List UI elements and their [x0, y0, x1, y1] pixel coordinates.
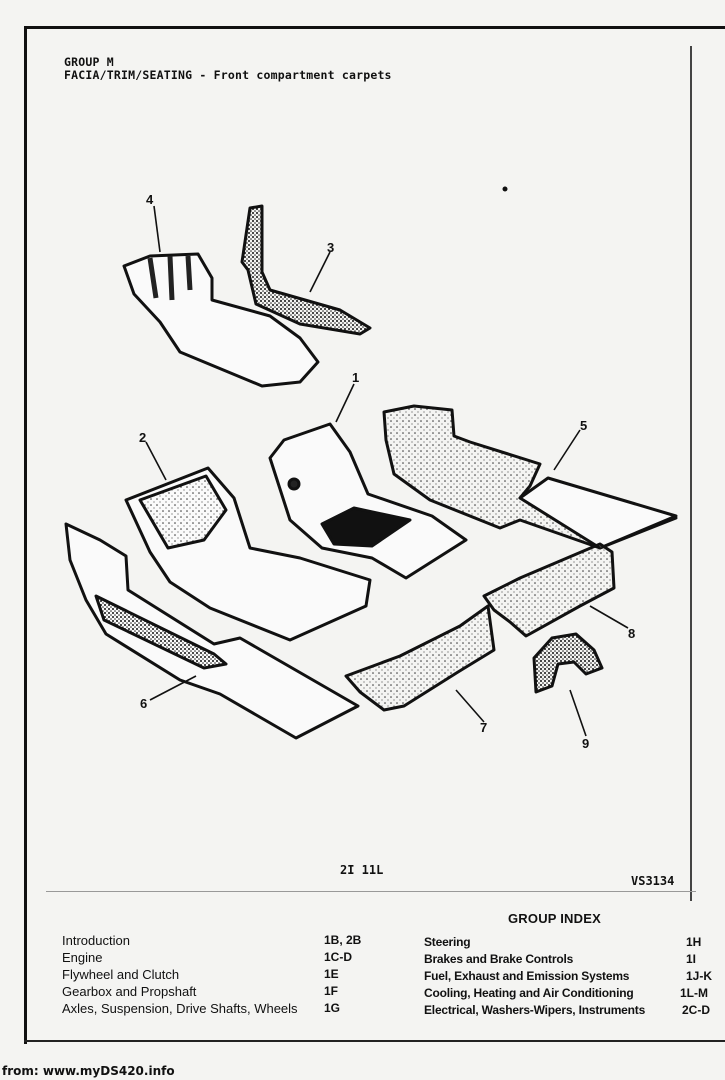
index-item-label: Brakes and Brake Controls — [424, 952, 574, 966]
callout-4: 4 — [146, 192, 154, 207]
index-item-label: Cooling, Heating and Air Conditioning — [424, 986, 634, 1000]
source-footer: from: www.myDS420.info — [2, 1064, 175, 1078]
callout-8: 8 — [628, 626, 635, 641]
index-item-code: 2C-D — [682, 1003, 711, 1017]
part-7-tunnel-carpet — [344, 604, 496, 712]
inner-right-border — [690, 46, 692, 901]
group-index-title: GROUP INDEX — [508, 911, 601, 926]
group-label: GROUP M — [64, 55, 114, 69]
index-item-label: Flywheel and Clutch — [62, 967, 180, 982]
index-item-code: 1J-K — [686, 969, 713, 983]
figure-reference: VS3134 — [631, 874, 675, 888]
part-3-carpet — [240, 204, 372, 336]
index-item-label: Engine — [62, 950, 103, 965]
index-item-code: 1G — [324, 1001, 341, 1015]
index-item-code: 1E — [324, 967, 339, 981]
frame-left-border — [24, 26, 27, 1044]
frame-top-border — [24, 26, 725, 29]
panel-separator — [46, 891, 696, 892]
frame-bottom-border — [24, 1040, 725, 1042]
index-item-label: Electrical, Washers-Wipers, Instruments — [424, 1003, 646, 1017]
page-title: FACIA/TRIM/SEATING - Front compartment c… — [64, 68, 392, 82]
figure-code: 2I 11L — [340, 863, 384, 877]
callout-1: 1 — [352, 370, 359, 385]
page-frame — [24, 26, 725, 1044]
callout-9: 9 — [582, 736, 589, 751]
callout-3: 3 — [327, 240, 334, 255]
index-item-code: 1C-D — [324, 950, 353, 964]
callout-7: 7 — [480, 720, 487, 735]
callout-6: 6 — [140, 696, 147, 711]
part-1-carpet — [268, 422, 468, 580]
page-header: GROUP M FACIA/TRIM/SEATING - Front compa… — [64, 56, 392, 82]
index-item-code: 1H — [686, 935, 702, 949]
index-item-code: 1B, 2B — [324, 933, 362, 947]
index-item-code: 1F — [324, 984, 339, 998]
part-8-tunnel-carpet — [482, 542, 616, 638]
index-item-label: Steering — [424, 935, 471, 949]
callout-5: 5 — [580, 418, 587, 433]
callout-2: 2 — [139, 430, 146, 445]
index-item-label: Introduction — [62, 933, 130, 948]
part-6-carpet — [64, 522, 360, 740]
part-9-bracket — [532, 632, 604, 694]
index-item-label: Fuel, Exhaust and Emission Systems — [424, 969, 630, 983]
carpet-exploded-diagram: 4 3 1 2 5 6 8 7 9 — [64, 186, 678, 751]
index-item-label: Axles, Suspension, Drive Shafts, Wheels — [62, 1001, 298, 1016]
index-item-code: 1I — [686, 952, 697, 966]
index-item-code: 1L-M — [680, 986, 708, 1000]
index-item-label: Gearbox and Propshaft — [62, 984, 197, 999]
